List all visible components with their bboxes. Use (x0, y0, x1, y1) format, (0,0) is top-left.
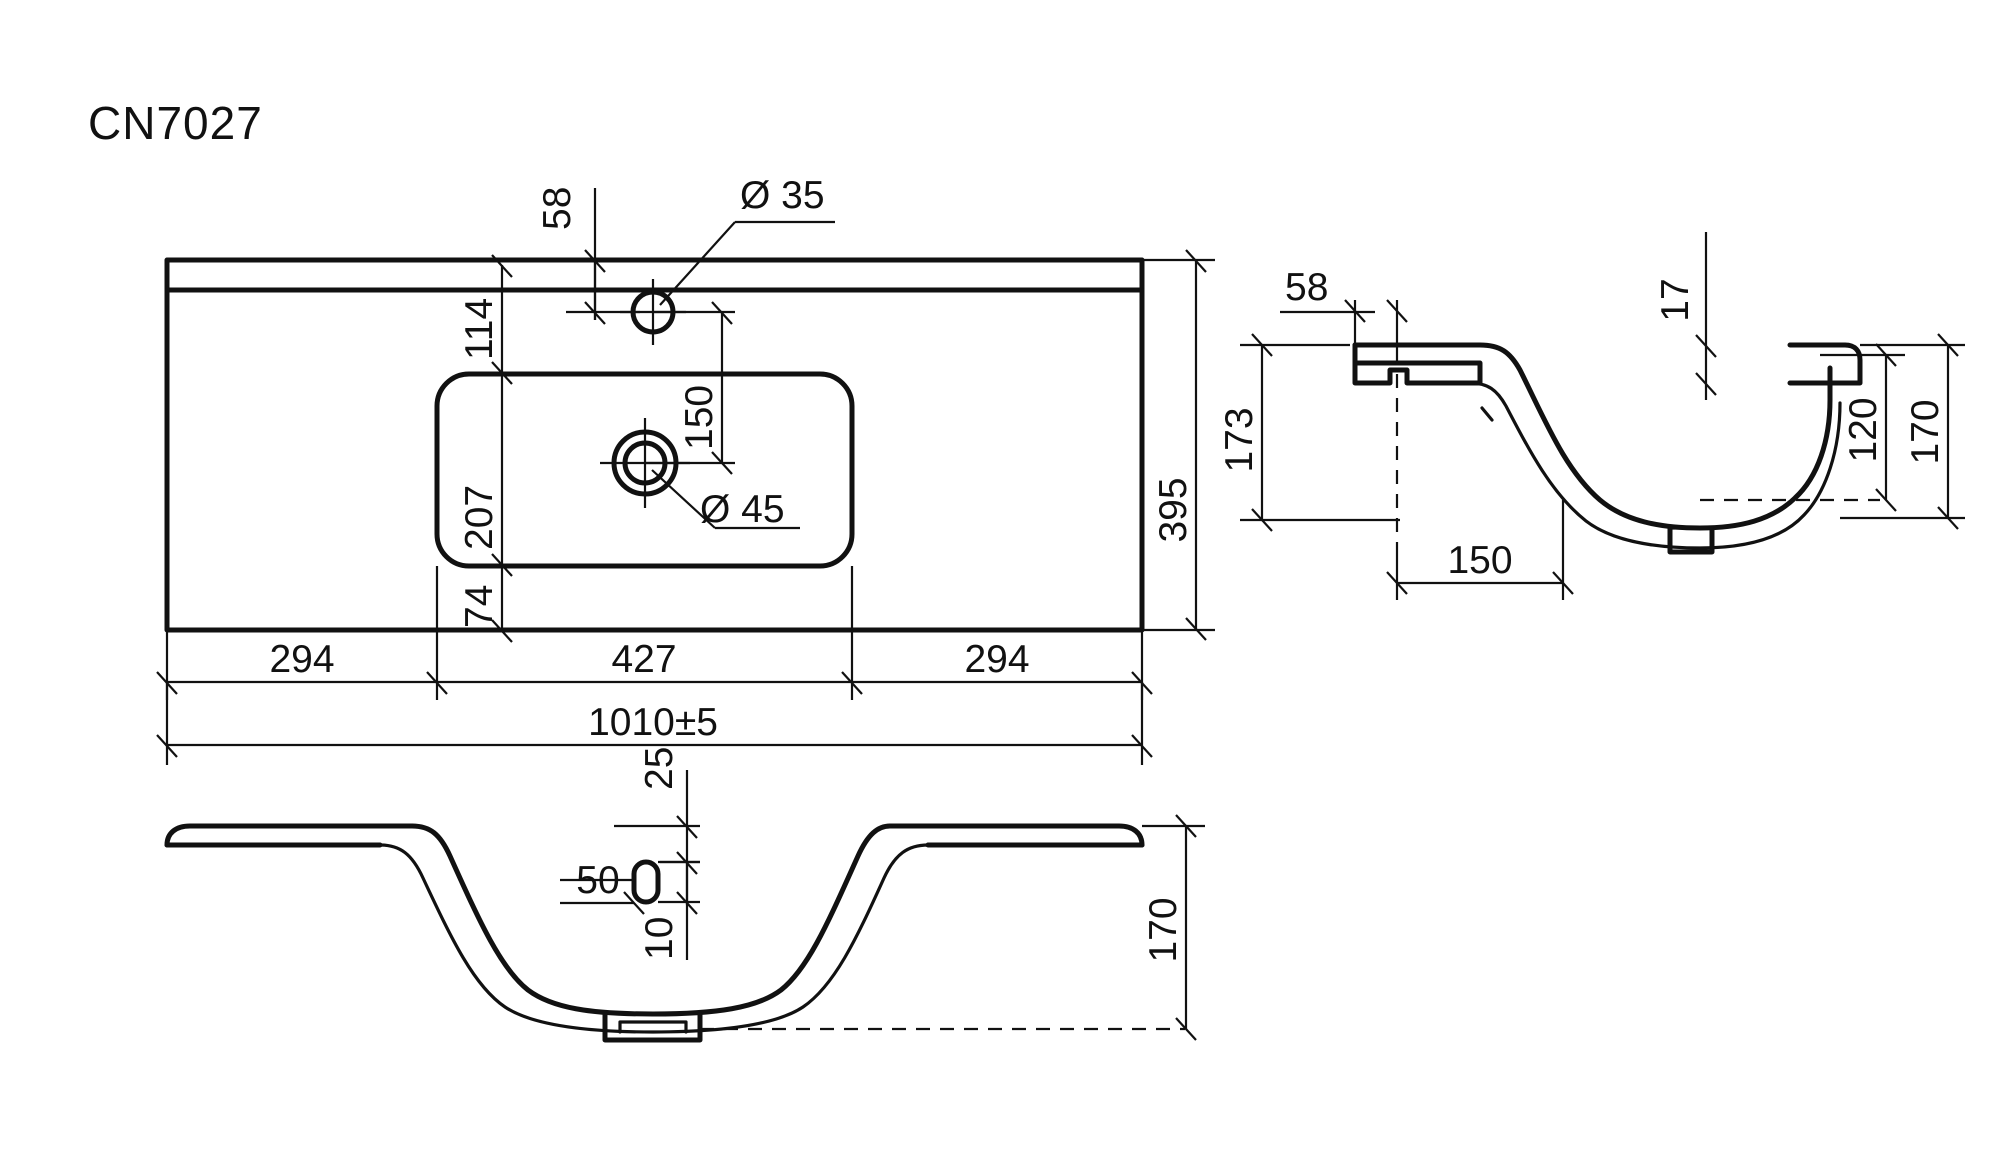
tick-chain-3 (841, 671, 863, 695)
dim-label-294-left: 294 (269, 638, 334, 681)
dim-label-150-top: 150 (678, 385, 721, 450)
tick-150t-a (711, 301, 733, 325)
tick-s58-a (1344, 299, 1366, 323)
dim-label-s150: 150 (1447, 539, 1512, 582)
dim-label-dia45: Ø 45 (700, 488, 785, 531)
dim-label-f170: 170 (1142, 897, 1185, 962)
dim-label-f50: 50 (576, 859, 619, 902)
section-drain-boss (1667, 525, 1715, 555)
dim-label-dia35: Ø 35 (740, 174, 825, 217)
dim-label-114: 114 (458, 298, 501, 360)
section-bowl-inner (1405, 381, 1842, 550)
tick-150t-b (711, 451, 733, 475)
tick-114-a (491, 254, 513, 278)
dim-label-58-top: 58 (536, 187, 579, 230)
tick-58-a (584, 249, 606, 273)
tick-58-b (584, 301, 606, 325)
tick-s120-b (1875, 488, 1897, 512)
front-right-rim (887, 823, 1145, 848)
bowl-outline (434, 371, 855, 569)
tick-f170-a (1175, 814, 1197, 838)
tick-s173-b (1251, 508, 1273, 532)
page-title: CN7027 (88, 97, 263, 149)
tick-f10-b (676, 891, 698, 915)
section-bowl-outer (1352, 342, 1833, 531)
front-bowl-inner (378, 843, 930, 1034)
dim-label-s120: 120 (1842, 397, 1885, 462)
side-section-view: 58 173 17 120 170 (1218, 232, 1965, 600)
top-view: 58 114 207 74 150 Ø 35 (156, 174, 1215, 765)
front-drain-inner (618, 1020, 688, 1034)
dim-label-s170: 170 (1904, 399, 1947, 464)
tick-1010-b (1131, 734, 1153, 758)
tick-f50-b (623, 891, 645, 915)
tick-s150-a (1386, 571, 1408, 595)
tick-f170-b (1175, 1017, 1197, 1041)
front-section-view: 25 50 10 170 (164, 747, 1205, 1043)
front-left-rim (164, 823, 415, 848)
tick-s120-a (1875, 343, 1897, 367)
dim-label-s17: 17 (1654, 278, 1697, 321)
leader-dia45 (651, 469, 716, 529)
top-view-outline (164, 257, 1145, 633)
dim-label-s173: 173 (1218, 407, 1261, 472)
dim-label-294-right: 294 (964, 638, 1029, 681)
tick-s17-a (1695, 334, 1717, 358)
tick-395-a (1185, 249, 1207, 273)
dim-label-207: 207 (458, 485, 501, 550)
front-bowl-outer (409, 823, 893, 1017)
dim-label-395: 395 (1152, 477, 1195, 542)
leader-dia35 (659, 221, 736, 306)
section-back-ledge-detail (1352, 342, 1483, 386)
tick-chain-2 (426, 671, 448, 695)
front-drain-boss (602, 1011, 703, 1043)
dim-label-f25: 25 (638, 747, 681, 790)
dim-label-f10: 10 (638, 917, 681, 960)
dim-label-s58: 58 (1285, 266, 1328, 309)
tick-395-b (1185, 617, 1207, 641)
dim-label-1010: 1010±5 (588, 701, 718, 744)
dim-label-74: 74 (458, 585, 501, 628)
tick-207-b (491, 553, 513, 577)
tick-s150-b (1552, 571, 1574, 595)
front-overflow-slot (631, 859, 661, 905)
section-overflow-notch (1480, 406, 1494, 422)
dim-label-427: 427 (611, 638, 676, 681)
tick-74-b (491, 619, 513, 643)
tick-114-b (491, 361, 513, 385)
section-front-rim (1787, 342, 1863, 386)
tick-s170-b (1937, 506, 1959, 530)
tick-f25-a (676, 815, 698, 839)
tick-s58-b (1386, 299, 1408, 323)
tick-s173-a (1251, 333, 1273, 357)
tick-s170-a (1937, 333, 1959, 357)
tick-s17-b (1695, 372, 1717, 396)
tick-1010-a (156, 734, 178, 758)
